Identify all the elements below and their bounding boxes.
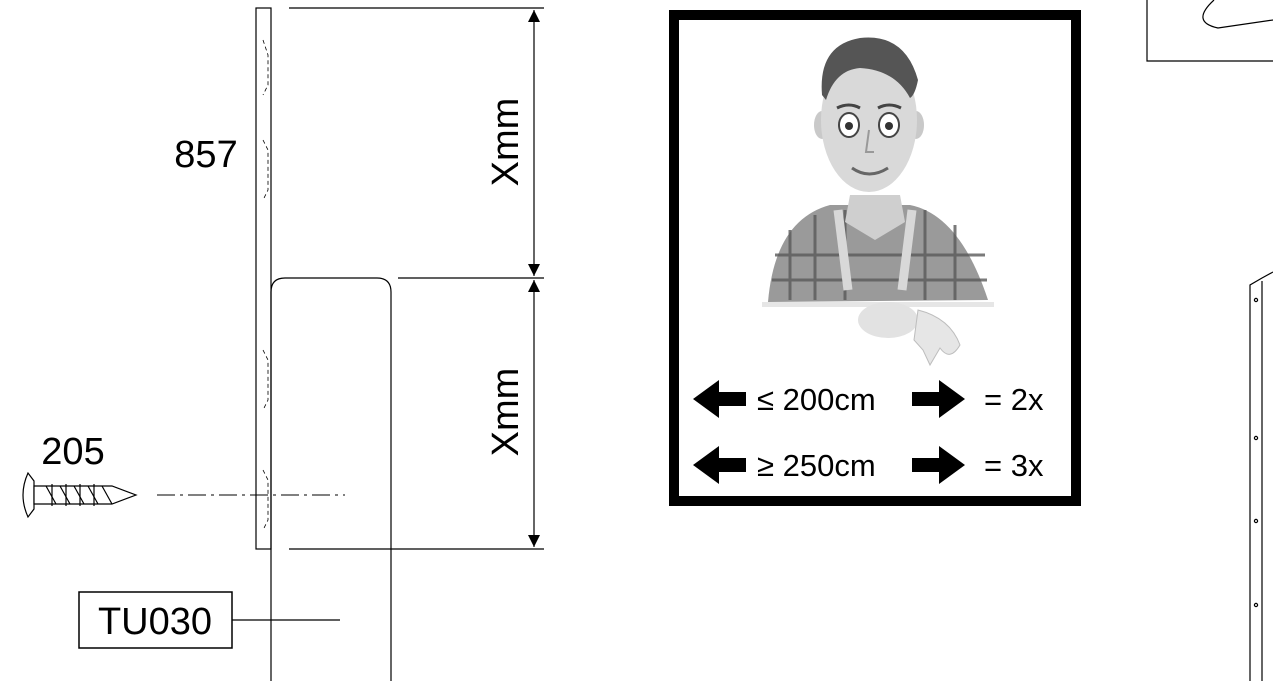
rule-row2-result: = 3x xyxy=(984,448,1044,483)
post-code-label: TU030 xyxy=(98,601,212,643)
partial-view-side-profile xyxy=(1249,271,1273,681)
rule-row1-text: ≤ 200cm xyxy=(757,382,876,417)
extension-lines xyxy=(289,7,544,550)
screw-icon xyxy=(22,471,138,519)
partial-view-top-right xyxy=(1146,0,1273,62)
left-arrow-icon xyxy=(693,380,746,418)
right-arrow-icon xyxy=(912,380,965,418)
post-outline xyxy=(270,277,392,681)
left-arrow-icon xyxy=(693,446,746,484)
rule-row1-result: = 2x xyxy=(984,382,1044,417)
wall-strip xyxy=(255,7,272,550)
dim-label-top: Xmm xyxy=(485,98,527,187)
rule-panel: ≤ 200cm = 2x ≥ 250cm = 3x xyxy=(669,10,1081,506)
worker-illustration xyxy=(762,37,994,367)
post-code-box xyxy=(78,591,233,649)
rule-row2-text: ≥ 250cm xyxy=(757,448,876,483)
part-label-857: 857 xyxy=(174,134,237,176)
right-arrow-icon xyxy=(912,446,965,484)
dim-label-bottom: Xmm xyxy=(485,368,527,457)
part-label-205: 205 xyxy=(41,431,104,473)
